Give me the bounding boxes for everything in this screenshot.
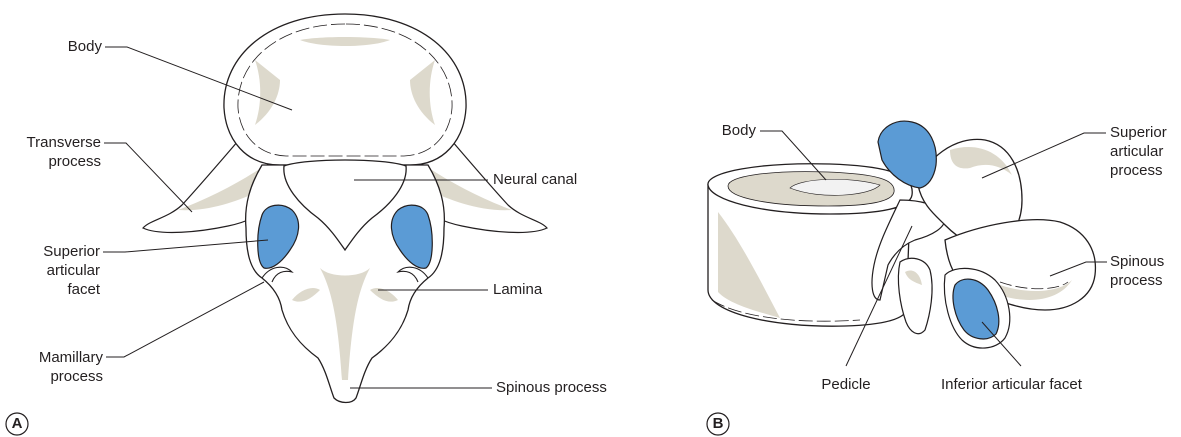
label-lamina: Lamina: [493, 280, 542, 299]
label-pedicle: Pedicle: [810, 375, 882, 394]
label-body-b: Body: [690, 121, 756, 140]
panel-letter-b: B: [707, 413, 729, 435]
label-spinous-process-a: Spinous process: [496, 378, 607, 397]
leader-mamillary-process: [106, 282, 264, 357]
label-neural-canal: Neural canal: [493, 170, 577, 189]
leader-superior-articular-facet: [103, 240, 268, 252]
panel-letter-a: A: [6, 413, 28, 435]
label-superior-articular-process: Superior articular process: [1110, 123, 1167, 180]
leader-transverse-process: [104, 143, 192, 212]
panel-a-illustration: [143, 14, 547, 403]
label-mamillary-process: Mamillary process: [4, 348, 103, 386]
panel-b-illustration: [708, 121, 1095, 348]
label-body-a: Body: [40, 37, 102, 56]
label-spinous-process-b: Spinous process: [1110, 252, 1164, 290]
label-inferior-articular-facet: Inferior articular facet: [941, 375, 1082, 394]
label-superior-articular-facet: Superior articular facet: [4, 242, 100, 299]
label-transverse-process: Transverse process: [4, 133, 101, 171]
inferior-articular-process-left: [898, 258, 932, 333]
